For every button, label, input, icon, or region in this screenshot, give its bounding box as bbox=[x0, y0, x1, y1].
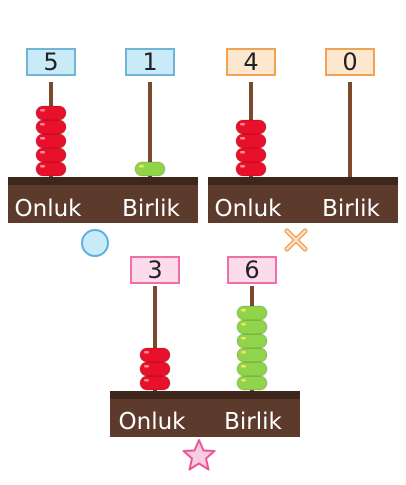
abacus-1: 5 1 Onluk Birlik bbox=[8, 48, 198, 228]
tens-bead bbox=[35, 105, 67, 121]
ones-label: Birlik bbox=[224, 409, 282, 435]
tens-bead bbox=[35, 147, 67, 163]
ones-digit-card: 0 bbox=[325, 48, 375, 76]
abacus-base-top bbox=[208, 177, 398, 185]
tens-label: Onluk bbox=[214, 196, 282, 222]
abacus-2: 4 0 Onluk Birlik bbox=[208, 48, 398, 228]
ones-bead bbox=[236, 305, 268, 321]
tens-bead bbox=[35, 119, 67, 135]
tens-bead bbox=[139, 375, 171, 391]
ones-bead bbox=[236, 319, 268, 335]
tens-bead bbox=[35, 161, 67, 177]
abacus-2-frame bbox=[208, 82, 398, 223]
ones-label: Birlik bbox=[322, 196, 380, 222]
ones-bead bbox=[236, 361, 268, 377]
tens-bead bbox=[139, 361, 171, 377]
tens-label: Onluk bbox=[118, 409, 186, 435]
tens-digit-card: 3 bbox=[130, 256, 180, 284]
ones-label: Birlik bbox=[122, 196, 180, 222]
abacus-1-frame bbox=[8, 82, 198, 223]
cross-icon[interactable] bbox=[282, 226, 310, 254]
ones-bead bbox=[236, 347, 268, 363]
circle-icon[interactable] bbox=[79, 227, 111, 259]
star-icon[interactable] bbox=[182, 438, 216, 472]
ones-bead bbox=[134, 161, 166, 177]
tens-bead bbox=[35, 133, 67, 149]
abacus-3: 3 6 Onluk Birlik bbox=[110, 256, 300, 441]
ones-digit-card: 1 bbox=[125, 48, 175, 76]
tens-bead bbox=[235, 147, 267, 163]
tens-label: Onluk bbox=[14, 196, 82, 222]
bead-group bbox=[235, 119, 267, 177]
tens-bead bbox=[139, 347, 171, 363]
abacus-base-top bbox=[8, 177, 198, 185]
bead-group bbox=[35, 105, 166, 177]
ones-bead bbox=[236, 333, 268, 349]
abacus-base-top bbox=[110, 391, 300, 399]
tens-bead bbox=[235, 161, 267, 177]
ones-bead bbox=[236, 375, 268, 391]
tens-digit-card: 4 bbox=[226, 48, 276, 76]
ones-digit-card: 6 bbox=[227, 256, 277, 284]
bead-group bbox=[139, 305, 268, 391]
abacus-3-frame bbox=[110, 286, 300, 437]
tens-bead bbox=[235, 119, 267, 135]
tens-digit-card: 5 bbox=[26, 48, 76, 76]
tens-bead bbox=[235, 133, 267, 149]
